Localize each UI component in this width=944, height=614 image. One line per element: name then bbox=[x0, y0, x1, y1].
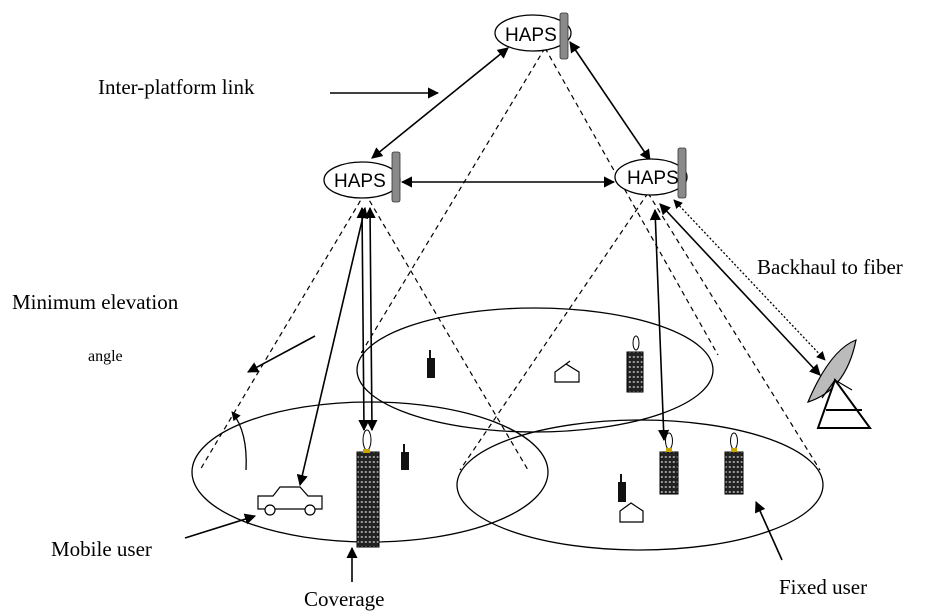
coverage-cone-lines bbox=[199, 47, 821, 471]
haps-label-left: HAPS bbox=[334, 171, 386, 192]
elevation-angle-arc bbox=[231, 411, 247, 471]
coverage-area-right bbox=[456, 419, 824, 551]
house-icon bbox=[619, 502, 644, 523]
backhaul-link bbox=[673, 199, 826, 361]
fixed-user-label: Fixed user bbox=[779, 575, 867, 599]
haps-label-right: HAPS bbox=[627, 168, 679, 189]
inter-platform-link-top-right bbox=[569, 41, 651, 161]
haps-node-top[interactable]: HAPS bbox=[494, 12, 572, 60]
car-icon bbox=[257, 486, 323, 516]
building-icon bbox=[626, 335, 644, 393]
haps-platform-icon bbox=[391, 151, 401, 203]
mobile-user-label: Mobile user bbox=[51, 537, 152, 561]
building-icon bbox=[356, 429, 380, 548]
house-icon bbox=[554, 360, 580, 383]
inter-platform-link-top-left bbox=[371, 47, 509, 159]
mobile-user-pointer bbox=[184, 513, 257, 539]
haps-node-left[interactable]: HAPS bbox=[323, 151, 401, 203]
building-icon bbox=[724, 432, 744, 495]
haps-platform-icon bbox=[559, 12, 569, 60]
haps-node-right[interactable]: HAPS bbox=[614, 147, 688, 199]
min-elevation-label-line2: angle bbox=[88, 348, 123, 365]
backhaul-label: Backhaul to fiber bbox=[757, 255, 903, 279]
haps-label-top: HAPS bbox=[505, 25, 557, 46]
satellite-dish-icon bbox=[806, 339, 872, 429]
mobile-phone-icon bbox=[618, 474, 626, 502]
mobile-phone-icon bbox=[427, 350, 435, 378]
haps-platform-icon bbox=[677, 147, 687, 199]
coverage-label: Coverage bbox=[304, 587, 384, 611]
min-elevation-pointer bbox=[247, 335, 316, 373]
min-elevation-label: Minimum elevation bbox=[12, 290, 179, 314]
inter-platform-link-label: Inter-platform link bbox=[98, 75, 255, 99]
mobile-phone-icon bbox=[401, 444, 409, 470]
building-icon bbox=[659, 432, 679, 495]
access-links bbox=[296, 203, 821, 487]
fixed-user-pointer bbox=[755, 500, 783, 561]
